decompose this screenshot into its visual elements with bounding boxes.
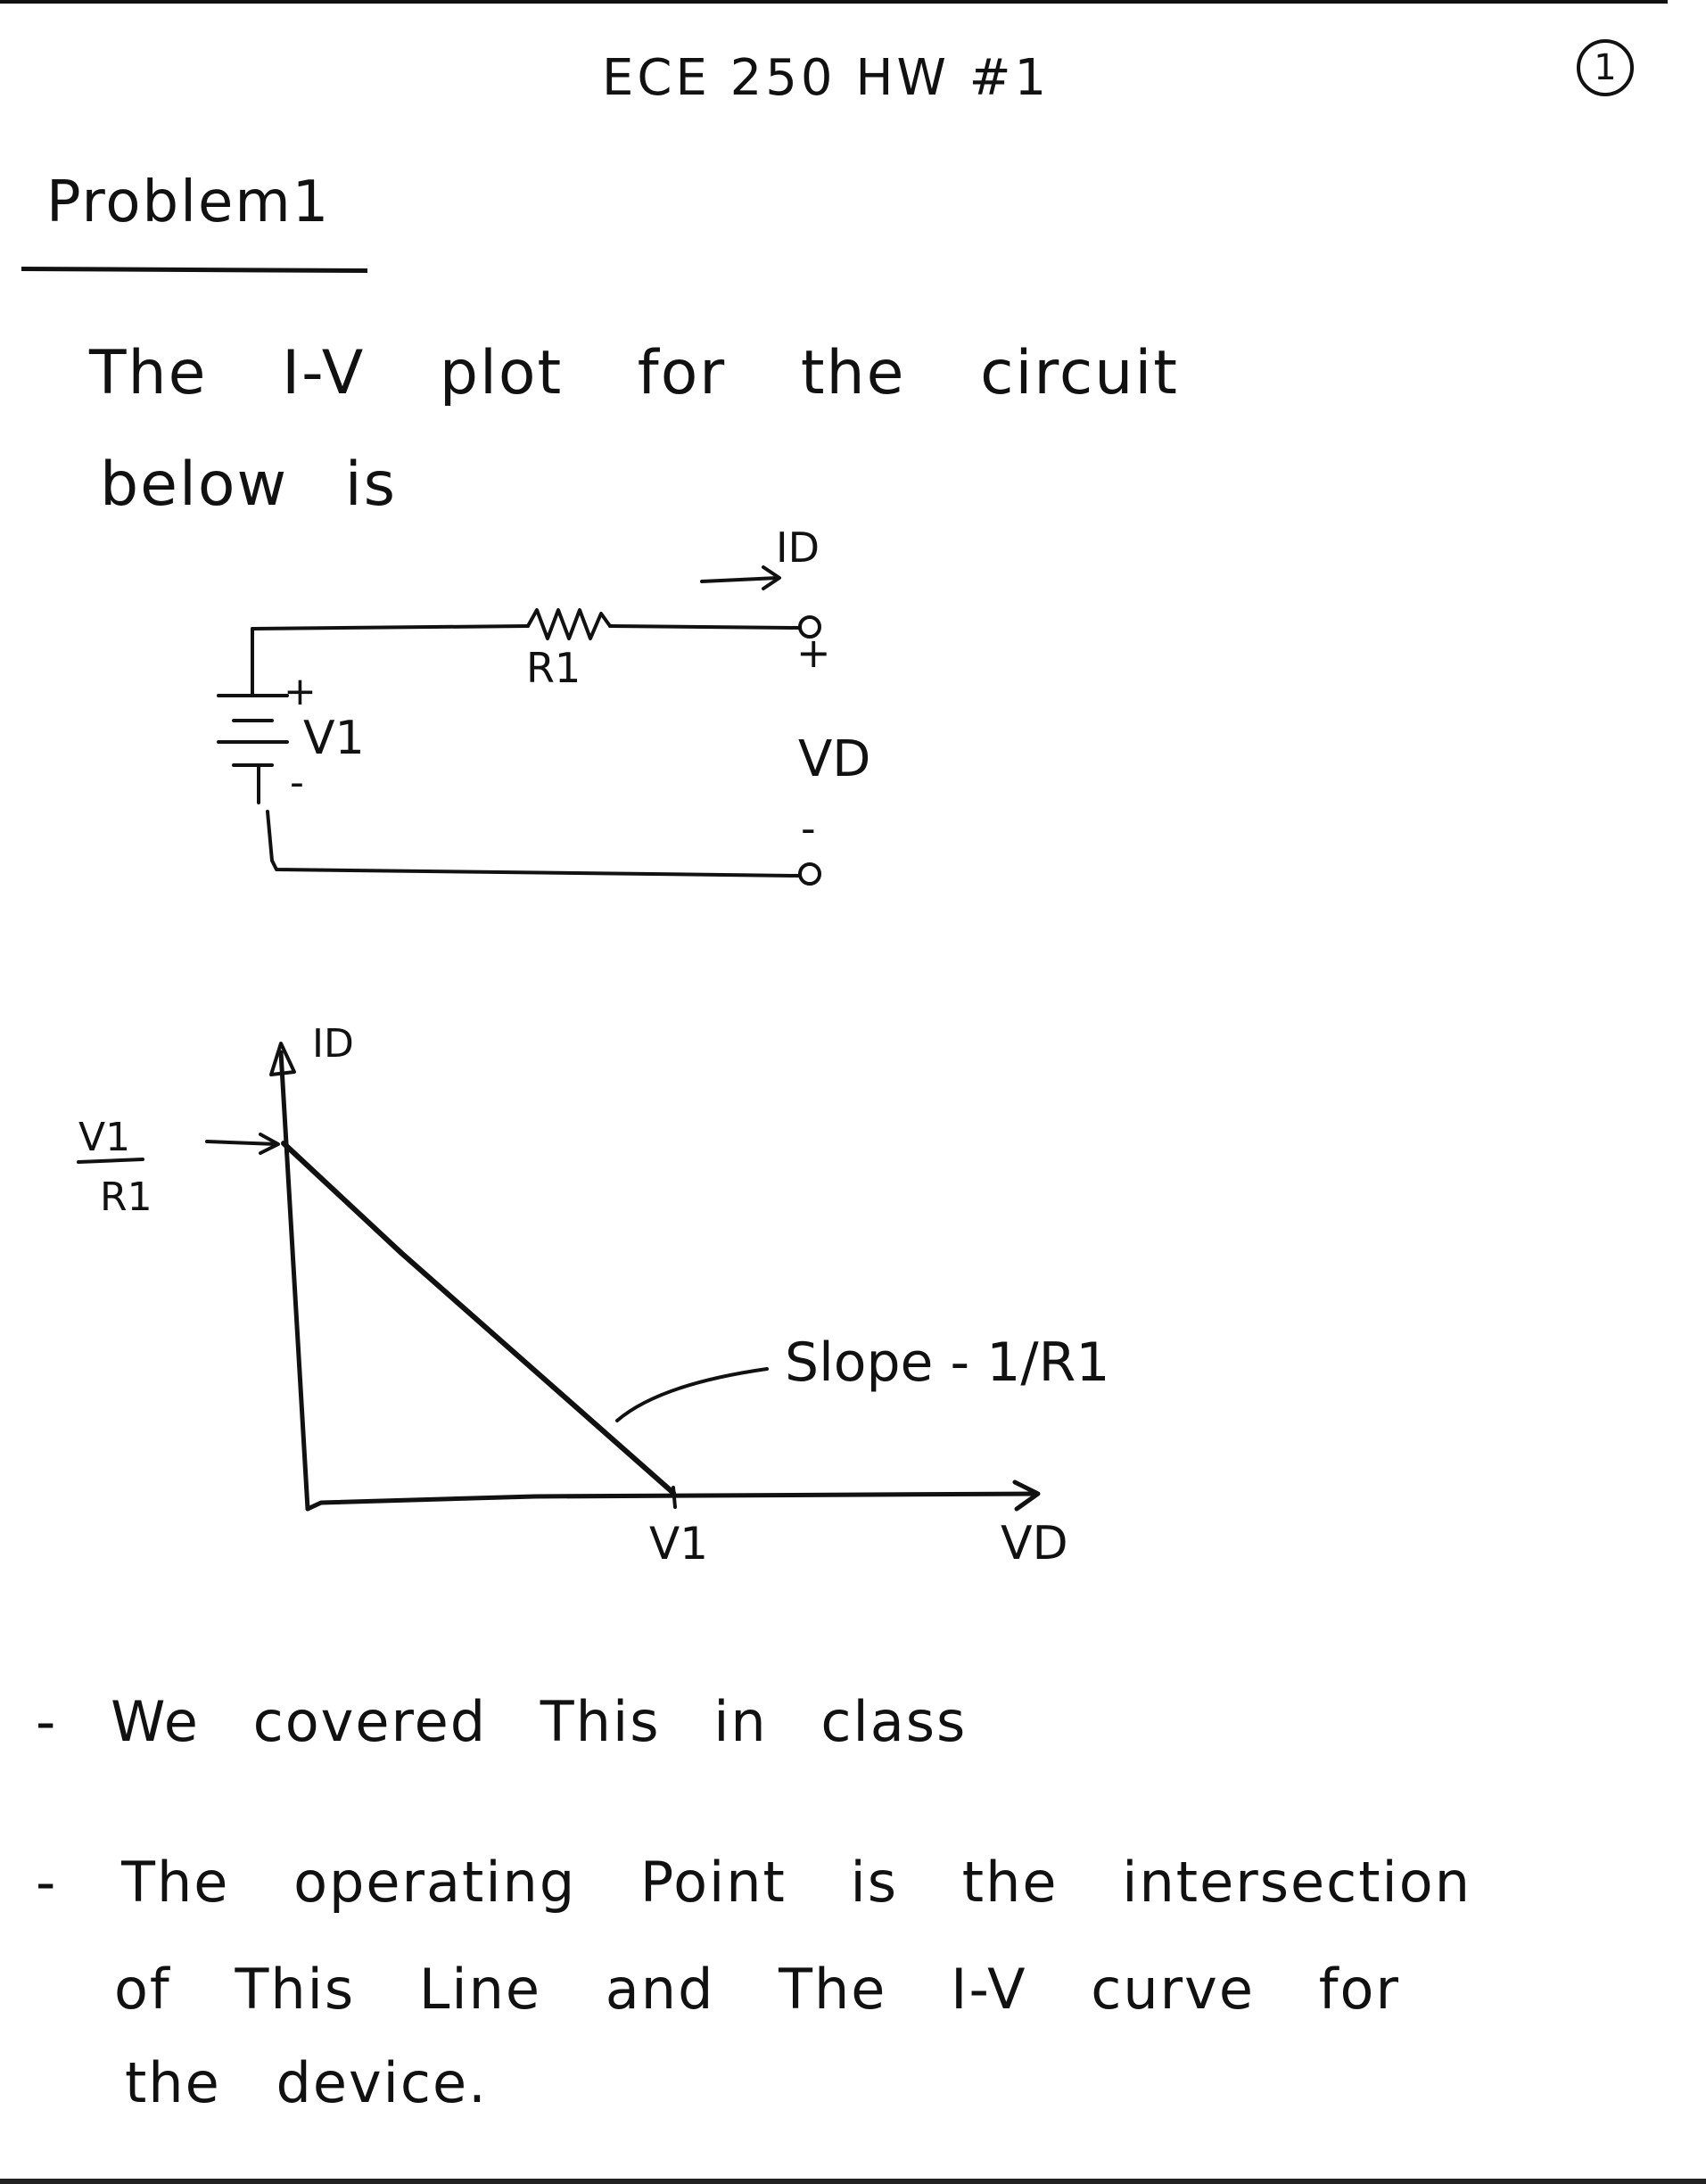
x-intercept-tick [673,1488,675,1507]
bottom-edge-rule [0,2179,1706,2184]
y-intercept-numerator: V1 [78,1115,130,1160]
load-line [284,1143,673,1493]
note-operating-point-line-2: of This Line and The I-V curve for [114,1962,1400,2017]
y-intercept-arrow [207,1141,276,1144]
slope-leader-line [617,1369,767,1421]
x-axis-label: VD [1001,1517,1068,1570]
iv-plot: ID VD V1 R1 V1 Slope - 1/R1 [0,0,1706,1605]
note-operating-point-line-3: the device. [125,2056,488,2111]
note-covered-in-class: - We covered This in class [36,1694,967,1750]
y-axis-label: ID [312,1021,354,1067]
x-axis [308,1494,1034,1509]
y-axis [281,1052,308,1509]
x-intercept-label: V1 [649,1518,708,1570]
slope-annotation: Slope - 1/R1 [785,1331,1110,1394]
note-operating-point-line-1: - The operating Point is the intersectio… [36,1855,1471,1910]
y-intercept-denominator: R1 [100,1174,152,1220]
